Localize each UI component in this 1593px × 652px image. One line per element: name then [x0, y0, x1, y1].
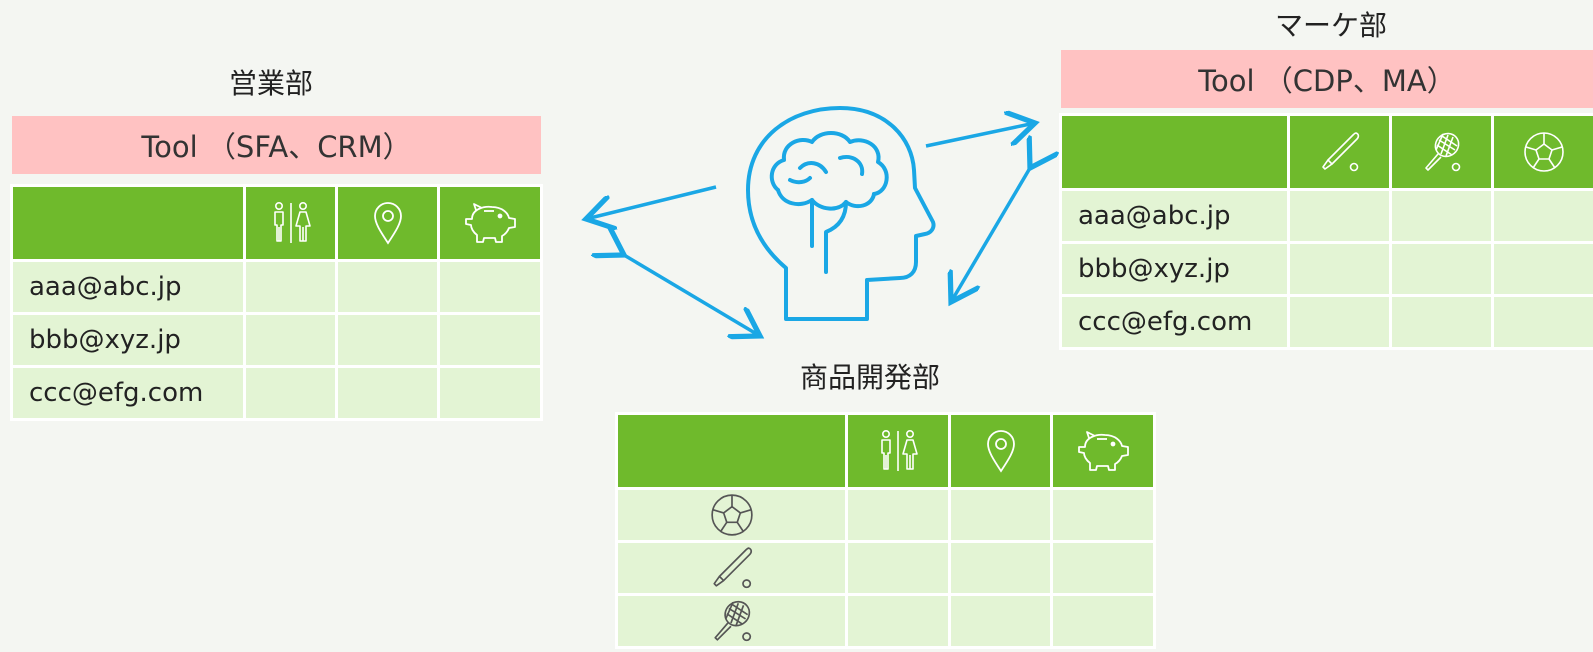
data-cell: [845, 593, 951, 649]
header-blank-cell: [1059, 113, 1290, 191]
data-cell: [1389, 188, 1494, 244]
marketing-table-header: [1059, 113, 1593, 191]
sales-tool-bar: Tool （SFA、CRM）: [12, 116, 541, 174]
piggy-bank-icon: [1050, 412, 1156, 490]
table-row: [614, 540, 1156, 596]
soccer-ball-icon: [614, 487, 849, 543]
email-cell: bbb@xyz.jp: [1059, 241, 1290, 297]
tennis-icon: [614, 593, 849, 649]
restroom-icon: [243, 184, 338, 262]
brain-head-icon: [746, 106, 936, 321]
baseball-icon: [614, 540, 849, 596]
email-cell: aaa@abc.jp: [9, 259, 247, 315]
table-row: bbb@xyz.jp: [1059, 241, 1593, 297]
table-row: aaa@abc.jp: [1059, 188, 1593, 244]
data-cell: [1050, 540, 1156, 596]
email-cell: bbb@xyz.jp: [9, 312, 247, 368]
table-row: [614, 487, 1156, 543]
email-cell: ccc@efg.com: [9, 365, 247, 421]
email-cell: ccc@efg.com: [1059, 294, 1290, 350]
data-cell: [243, 312, 338, 368]
data-cell: [947, 593, 1054, 649]
data-cell: [1491, 241, 1593, 297]
data-cell: [1287, 241, 1392, 297]
data-cell: [947, 487, 1054, 543]
product-table: [614, 412, 1156, 649]
map-pin-icon: [334, 184, 441, 262]
sales-dept-title: 営業部: [228, 67, 313, 100]
header-blank-cell: [9, 184, 247, 262]
data-cell: [1287, 188, 1392, 244]
data-cell: [1491, 294, 1593, 350]
data-cell: [845, 487, 951, 543]
data-cell: [845, 540, 951, 596]
soccer-ball-icon: [1491, 113, 1593, 191]
data-cell: [243, 365, 338, 421]
arrow-marketing-product: [951, 168, 1030, 302]
data-cell: [1287, 294, 1392, 350]
data-cell: [1389, 241, 1494, 297]
table-row: bbb@xyz.jp: [9, 312, 543, 368]
data-cell: [437, 259, 543, 315]
data-cell: [334, 312, 441, 368]
restroom-icon: [845, 412, 951, 490]
table-row: aaa@abc.jp: [9, 259, 543, 315]
email-cell: aaa@abc.jp: [1059, 188, 1290, 244]
data-cell: [1050, 593, 1156, 649]
table-row: ccc@efg.com: [1059, 294, 1593, 350]
data-cell: [1050, 487, 1156, 543]
product-dept-title: 商品開発部: [799, 361, 940, 394]
data-cell: [1389, 294, 1494, 350]
data-cell: [334, 365, 441, 421]
data-cell: [947, 540, 1054, 596]
marketing-tool-bar: Tool （CDP、MA）: [1061, 50, 1593, 108]
arrow-sales-product: [624, 255, 760, 336]
sales-table-header: [9, 184, 543, 262]
piggy-bank-icon: [437, 184, 543, 262]
marketing-dept-title: マーケ部: [1274, 9, 1387, 42]
header-blank-cell: [614, 412, 849, 490]
data-cell: [243, 259, 338, 315]
arrow-to-marketing: [925, 123, 1035, 148]
table-row: ccc@efg.com: [9, 365, 543, 421]
tennis-icon: [1389, 113, 1494, 191]
data-cell: [1491, 188, 1593, 244]
sales-table: aaa@abc.jp bbb@xyz.jp ccc@efg.com: [9, 184, 543, 421]
product-table-header: [614, 412, 1156, 490]
arrow-to-sales: [586, 185, 717, 219]
data-cell: [437, 365, 543, 421]
map-pin-icon: [947, 412, 1054, 490]
marketing-table: aaa@abc.jp bbb@xyz.jp ccc@efg.com: [1059, 113, 1593, 350]
data-cell: [334, 259, 441, 315]
data-cell: [437, 312, 543, 368]
table-row: [614, 593, 1156, 649]
baseball-icon: [1287, 113, 1392, 191]
